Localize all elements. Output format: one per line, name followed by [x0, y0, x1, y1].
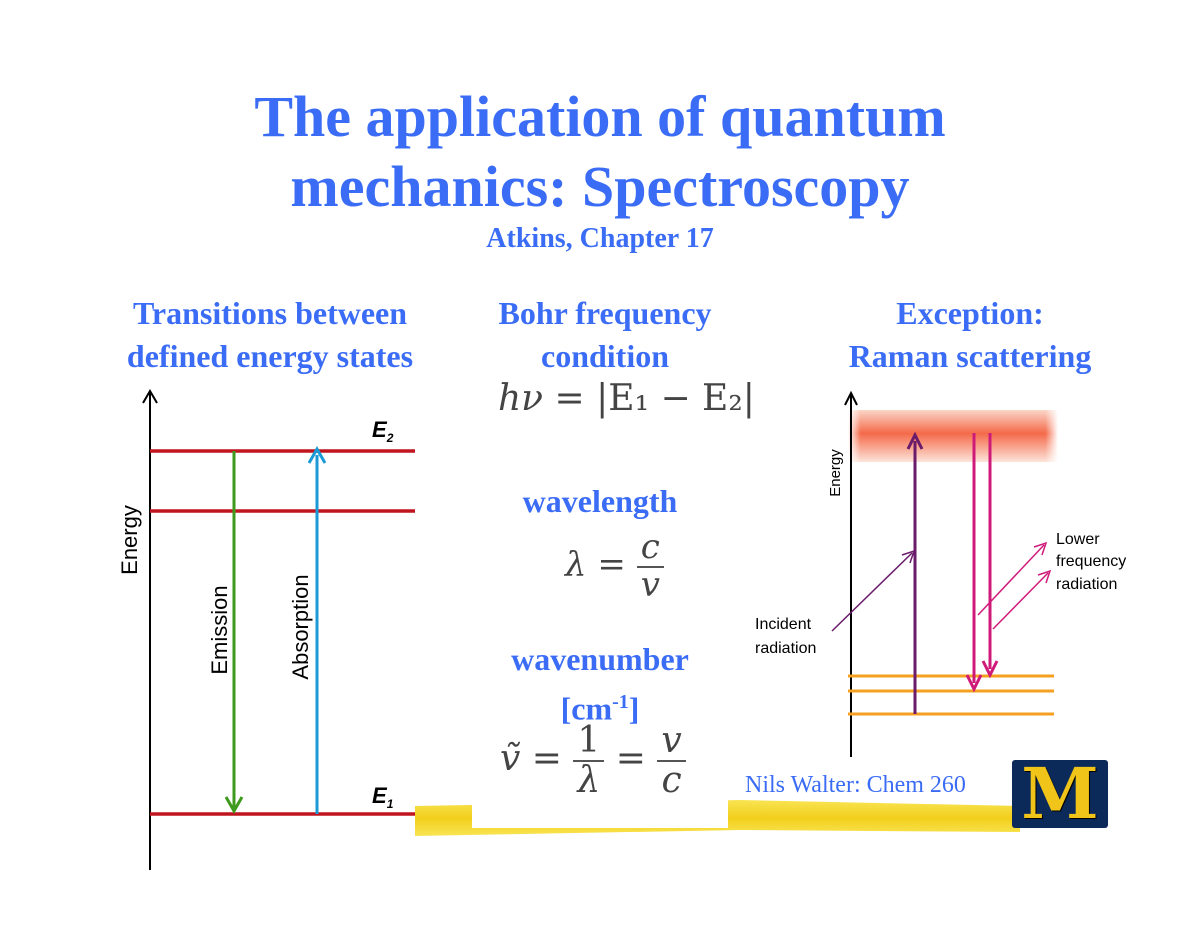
- middle-heading: Bohr frequency condition: [455, 292, 755, 378]
- wavenumber-unit: [cm-1]: [560, 690, 640, 727]
- lambda-symbol: λ: [565, 544, 587, 585]
- bohr-rhs: |E₁ − E₂|: [596, 378, 755, 419]
- energy-axis-arrowhead: [142, 389, 158, 404]
- left-heading-line-1: Transitions between: [132, 295, 408, 331]
- wavenumber-fraction-1: 1 λ: [573, 722, 605, 801]
- wavenumber-equation: ṽ = 1 λ = v c: [500, 722, 686, 800]
- energy-level-diagram: Energy E12 E1 Emission Absorption: [117, 389, 415, 870]
- lower-freq-pointer-head-2: [1037, 569, 1052, 584]
- lower-freq-pointer-2: [992, 572, 1049, 630]
- wavenumber-symbol: ṽ: [500, 737, 521, 779]
- incident-pointer-head: [901, 549, 916, 564]
- level-e1-label: E1: [372, 783, 394, 811]
- bohr-equals: =: [554, 378, 585, 419]
- wavenumber-frac1-denominator: λ: [577, 759, 601, 801]
- wavelength-heading: wavelength: [522, 483, 678, 519]
- right-heading: Exception: Raman scattering: [800, 292, 1140, 378]
- title-line-2: mechanics: Spectroscopy: [290, 154, 910, 219]
- wavelength-fraction: c v: [636, 529, 664, 605]
- wavenumber-equals-1: =: [531, 737, 562, 779]
- middle-heading-line-1: Bohr frequency: [498, 295, 712, 331]
- raman-axis-arrowhead: [844, 390, 858, 406]
- lower-freq-pointer-1: [977, 544, 1045, 616]
- scattered-arrowhead-1: [965, 674, 983, 693]
- wavenumber-heading: wavenumber [cm-1]: [472, 638, 728, 731]
- energy-axis-label: Energy: [117, 505, 142, 575]
- lower-frequency-label: Lower frequency radiation: [1056, 531, 1131, 593]
- wavelength-equals: =: [597, 544, 626, 585]
- emission-arrowhead: [224, 796, 244, 815]
- wavenumber-heading-line-1: wavenumber: [511, 641, 689, 677]
- left-heading-line-2: defined energy states: [126, 338, 414, 374]
- university-logo: M: [1012, 754, 1108, 834]
- wavenumber-frac1-numerator: 1: [573, 722, 605, 762]
- left-heading: Transitions between defined energy state…: [90, 292, 450, 378]
- incident-radiation-label: Incident radiation: [755, 616, 816, 657]
- level-e2-label: E12: [372, 417, 394, 445]
- slide-title: The application of quantum mechanics: Sp…: [0, 82, 1200, 222]
- author-credit: Nils Walter: Chem 260: [745, 772, 966, 798]
- incident-excitation-arrowhead: [906, 431, 924, 450]
- raman-axis-label: Energy: [827, 449, 844, 497]
- wavelength-equation: λ = c v: [565, 529, 664, 605]
- scattered-arrowhead-2: [981, 660, 999, 679]
- wavenumber-fraction-2: v c: [657, 722, 686, 801]
- logo-letter: M: [1021, 752, 1099, 835]
- wavenumber-frac2-denominator: c: [661, 759, 682, 801]
- wavenumber-equals-2: =: [615, 737, 646, 779]
- right-heading-line-1: Exception:: [896, 295, 1044, 331]
- right-heading-line-2: Raman scattering: [848, 338, 1092, 374]
- absorption-label: Absorption: [288, 574, 313, 679]
- slide-subtitle: Atkins, Chapter 17: [486, 223, 714, 254]
- lower-freq-pointer-head-1: [1033, 541, 1048, 556]
- title-line-1: The application of quantum: [254, 84, 946, 149]
- emission-label: Emission: [207, 585, 232, 674]
- wavelength-numerator: c: [636, 529, 664, 568]
- middle-panel-backdrop: [472, 382, 728, 828]
- wavelength-denominator: v: [640, 564, 660, 605]
- absorption-arrowhead: [307, 445, 327, 464]
- virtual-state-band: [848, 410, 1058, 462]
- incident-pointer: [831, 552, 913, 632]
- raman-diagram: Energy Incident radiation Lower frequenc…: [755, 390, 1131, 757]
- wavenumber-frac2-numerator: v: [657, 722, 686, 762]
- middle-heading-line-2: condition: [540, 338, 670, 374]
- bohr-lhs: hν: [498, 378, 544, 419]
- bohr-equation: hν = |E₁ − E₂|: [498, 378, 755, 419]
